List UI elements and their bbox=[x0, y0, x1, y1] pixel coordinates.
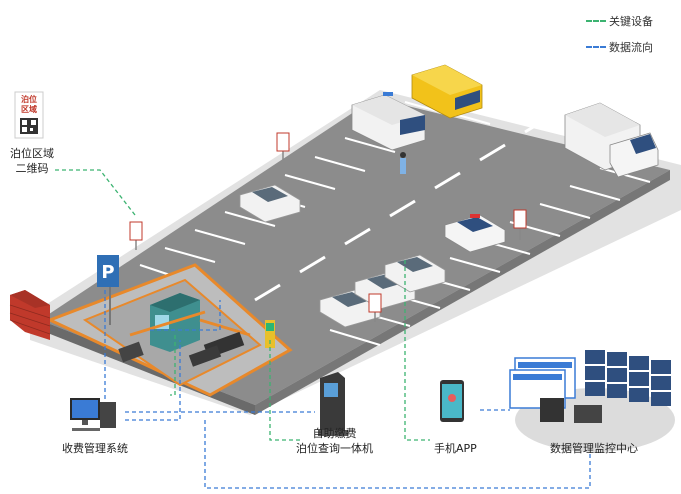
svg-text:P: P bbox=[101, 262, 114, 283]
car-white-4 bbox=[384, 254, 446, 293]
road-edge-right bbox=[255, 170, 670, 415]
legend-data-flow-label: 数据流向 bbox=[609, 41, 653, 54]
label-charging-system: 收费管理系统 bbox=[62, 442, 128, 455]
white-truck bbox=[564, 102, 659, 178]
qr-sign-text-line2: 区域 bbox=[21, 105, 37, 114]
gate-kiosk bbox=[265, 320, 275, 348]
center-line bbox=[254, 116, 549, 302]
barrier-arm-2 bbox=[199, 318, 251, 337]
kiosk-icon bbox=[318, 372, 348, 436]
label-mobile-app: 手机APP bbox=[434, 442, 477, 455]
barrier-arm-1 bbox=[129, 310, 206, 337]
monitoring-center-icon bbox=[509, 350, 675, 452]
legend-key-device-line bbox=[586, 20, 606, 22]
qr-sign-1 bbox=[276, 132, 290, 160]
brick-wall bbox=[9, 290, 51, 340]
led-display-2 bbox=[188, 345, 222, 367]
person-figure bbox=[400, 152, 406, 174]
legend-data-flow-line bbox=[586, 46, 606, 48]
qr-sign-text-line1: 泊位 bbox=[21, 95, 37, 104]
car-white-1 bbox=[239, 184, 301, 223]
phone-icon bbox=[440, 380, 464, 422]
key-device-lines bbox=[55, 169, 430, 441]
label-self-pay-kiosk: 自助缴费 泊位查询一体机 bbox=[296, 427, 373, 455]
label-monitoring-center: 数据管理监控中心 bbox=[550, 442, 638, 455]
data-flow-lines bbox=[104, 290, 591, 489]
led-display-3 bbox=[118, 341, 144, 363]
legend-data-flow: 数据流向 bbox=[586, 40, 653, 54]
qr-sign-3 bbox=[513, 209, 527, 240]
legend-key-device: 关键设备 bbox=[586, 14, 653, 28]
police-car bbox=[444, 214, 506, 253]
qr-code-sign-icon bbox=[14, 91, 44, 139]
police-van bbox=[351, 92, 426, 151]
qr-sign-2 bbox=[129, 221, 143, 250]
computer-icon bbox=[70, 398, 116, 431]
parking-sign-icon: P bbox=[97, 255, 119, 325]
qr-sign-4 bbox=[368, 293, 382, 322]
legend-key-device-label: 关键设备 bbox=[609, 15, 653, 28]
yellow-van bbox=[411, 64, 483, 119]
label-qr-code-area: 泊位区域 二维码 bbox=[10, 147, 54, 175]
